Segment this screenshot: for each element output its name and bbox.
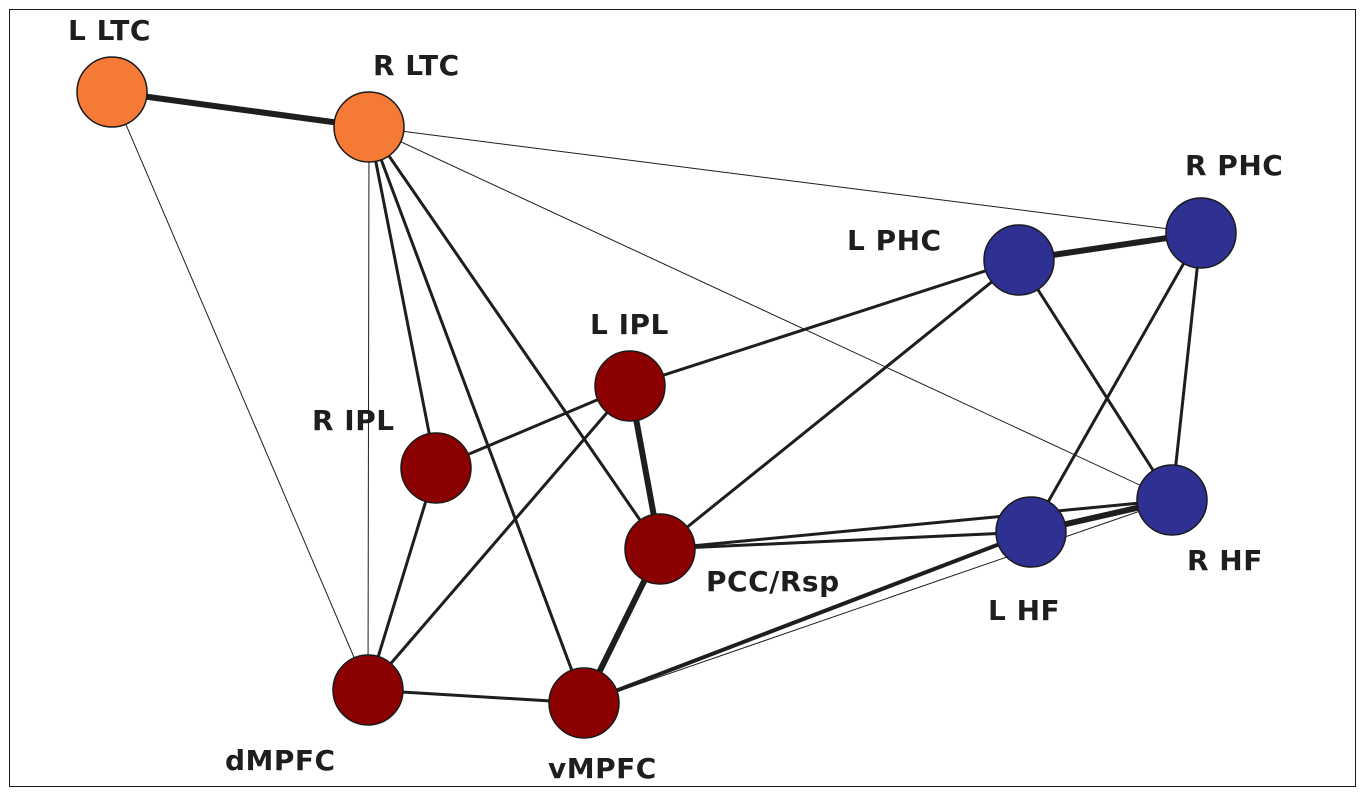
label-pcc-rsp: PCC/Rsp [706,565,840,598]
node-l-hf [995,496,1067,568]
edge-r-ltc-r-hf [368,126,1173,501]
edge-pcc-r-hf [658,498,1174,551]
node-vmpfc [548,667,620,739]
edge-dmpfc-vmpfc [366,688,586,705]
label-l-hf: L HF [988,594,1060,627]
label-r-ipl: R IPL [312,404,395,437]
edge-r-phc-r-hf [1170,231,1203,502]
label-vmpfc: vMPFC [548,752,657,785]
edge-l-phc-pcc [658,258,1021,551]
label-l-ltc: L LTC [68,14,151,47]
edge-r-ipl-dmpfc [366,466,438,692]
label-r-phc: R PHC [1185,149,1283,182]
edge-l-phc-r-hf [1017,258,1174,502]
node-l-ltc [76,56,148,128]
node-r-phc [1165,197,1237,269]
edge-r-ltc-r-phc [368,126,1202,234]
edge-l-ltc-dmpfc [111,91,369,691]
edge-r-phc-l-hf [1029,231,1203,534]
node-layer [76,56,1237,739]
edge-r-ltc-dmpfc [367,126,370,691]
label-r-hf: R HF [1187,544,1263,577]
label-l-ipl: L IPL [590,308,669,341]
node-r-ipl [400,432,472,504]
node-r-hf [1136,464,1208,536]
edge-l-phc-l-ipl [628,258,1021,388]
node-l-phc [983,224,1055,296]
edge-l-ltc-r-ltc [109,89,372,130]
edge-l-ipl-dmpfc [366,384,632,692]
label-r-ltc: R LTC [373,49,460,82]
edge-vmpfc-l-hf [582,530,1033,705]
diagram-frame [9,9,1356,787]
edge-vmpfc-r-hf [583,499,1173,704]
label-dmpfc: dMPFC [225,744,336,777]
edge-r-ltc-r-ipl [367,125,438,470]
node-dmpfc [332,654,404,726]
node-r-ltc [333,91,405,163]
edge-pcc-l-hf [658,530,1033,551]
edge-r-ltc-pcc [367,125,662,551]
node-l-ipl [594,350,666,422]
label-layer: L LTC R LTC R PHC L PHC L IPL R IPL PCC/… [68,14,1283,785]
label-l-phc: L PHC [847,224,942,257]
node-pcc [624,513,696,585]
edge-r-ltc-vmpfc [367,125,586,705]
